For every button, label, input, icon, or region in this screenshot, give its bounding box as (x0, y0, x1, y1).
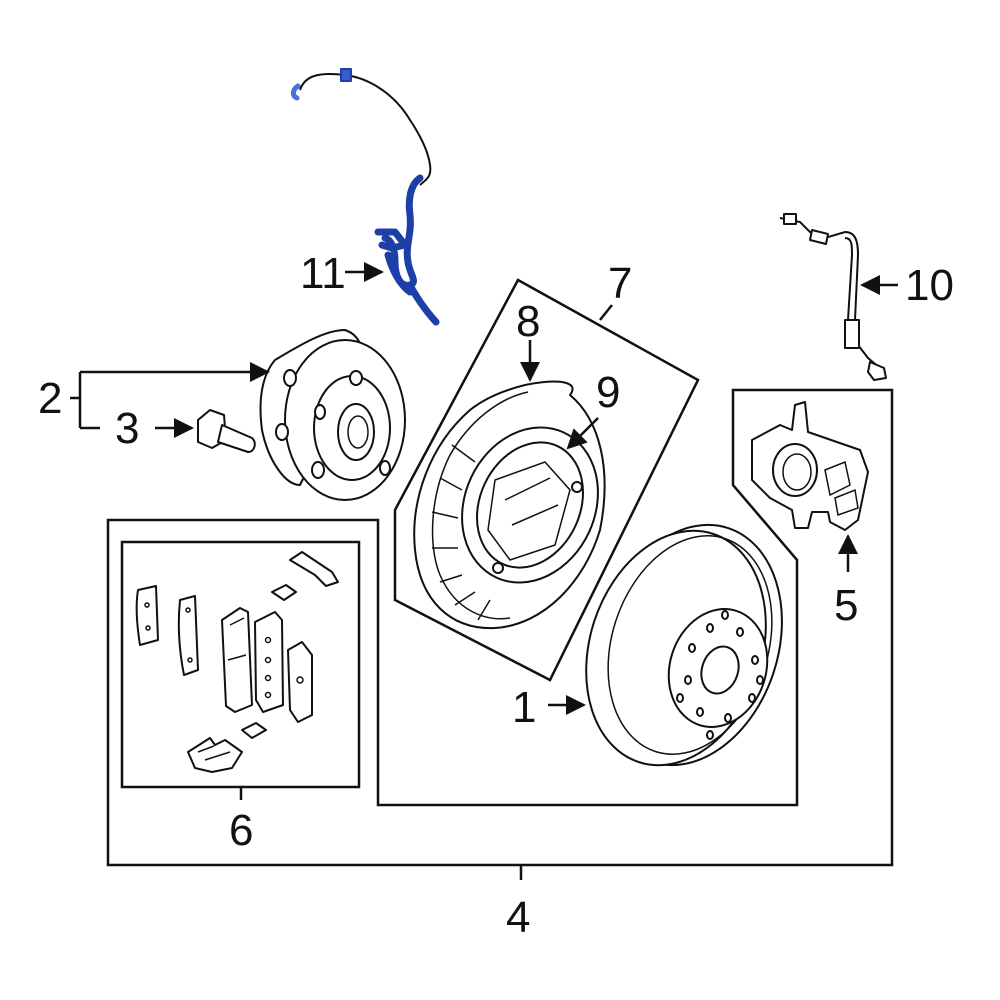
brake-rotor-1[interactable] (557, 501, 812, 789)
callout-10: 10 (905, 261, 954, 310)
callout-1: 1 (512, 683, 536, 732)
callout-4: 4 (506, 893, 530, 942)
caliper-5[interactable] (751, 401, 869, 531)
callout-7: 7 (608, 259, 632, 308)
pad-kit-6[interactable] (135, 551, 339, 773)
callout-5: 5 (834, 581, 858, 630)
callout-9-arrow (566, 417, 599, 450)
callout-8: 8 (516, 297, 540, 346)
backing-plate-7-box (393, 278, 700, 682)
callout-9: 9 (596, 368, 620, 417)
brake-hose-10[interactable] (779, 213, 887, 381)
hub-bolt-3[interactable] (197, 409, 256, 453)
parking-brake-shoe-9[interactable] (437, 405, 622, 605)
kit-4-outline (106, 388, 894, 867)
callout-2: 2 (38, 374, 62, 423)
callout-11: 11 (300, 249, 346, 298)
callout-6: 6 (229, 806, 253, 855)
hub-bearing-2[interactable] (259, 329, 406, 501)
callout-3: 3 (115, 404, 139, 453)
abs-sensor-11[interactable] (290, 68, 440, 326)
backing-plate-7-leader (599, 304, 613, 321)
